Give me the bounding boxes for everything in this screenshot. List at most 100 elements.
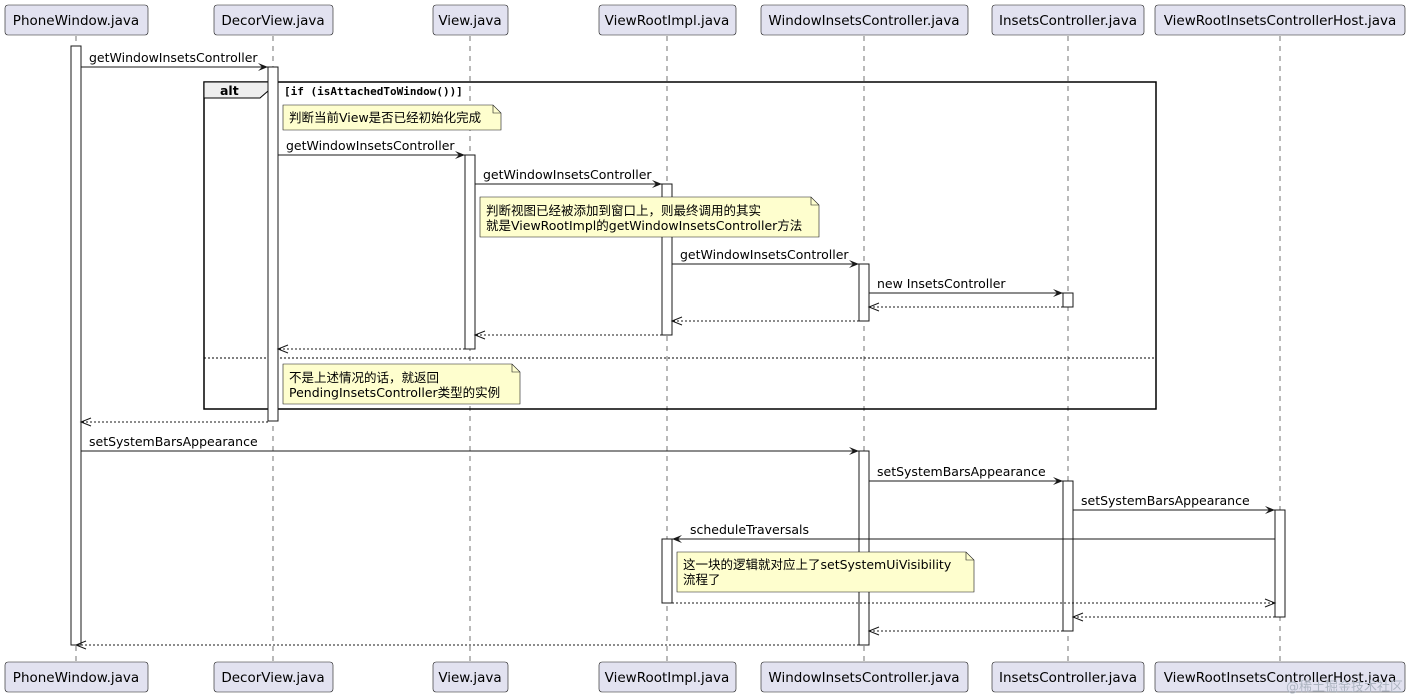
note-2-line-0: 不是上述情况的话，就返回	[289, 370, 439, 385]
return-message-16	[867, 626, 1063, 636]
participant-label: PhoneWindow.java	[13, 670, 139, 686]
arrowhead-icon	[670, 316, 683, 326]
participant-label: DecorView.java	[221, 670, 324, 686]
activation-insetscontroller	[1062, 292, 1074, 308]
note-3-line-1: 流程了	[683, 572, 721, 587]
participant-label: DecorView.java	[221, 13, 324, 29]
participant-decorview: DecorView.java	[213, 4, 334, 36]
activation-insetscontroller-2	[1062, 480, 1074, 632]
participant-view: View.java	[432, 4, 509, 36]
message-label: new InsetsController	[877, 276, 1006, 291]
message-label: getWindowInsetsController	[286, 138, 455, 153]
activation-windowinsetscontroller-2	[858, 450, 870, 646]
participant-label: ViewRootInsetsControllerHost.java	[1164, 13, 1397, 29]
participant-label: ViewRootImpl.java	[605, 13, 730, 29]
arrowhead-icon	[276, 344, 289, 354]
note-1-line-1: 就是ViewRootImpl的getWindowInsetsController…	[486, 218, 802, 233]
return-message-15	[1071, 612, 1275, 622]
participant-label: View.java	[438, 670, 501, 686]
call-message-2: getWindowInsetsController	[475, 167, 662, 188]
participant-header-bottom: PhoneWindow.java DecorView.java View.jav…	[4, 661, 1406, 693]
participant-label: InsetsController.java	[999, 670, 1137, 686]
return-message-8	[276, 344, 465, 354]
arrowhead-icon	[258, 63, 268, 71]
return-message-9	[79, 417, 268, 427]
call-message-13: scheduleTraversals	[672, 522, 1275, 543]
alt-label: alt	[220, 83, 239, 98]
call-message-12: setSystemBarsAppearance	[1073, 493, 1275, 514]
note-3-line-0: 这一块的逻辑就对应上了setSystemUiVisibility	[683, 557, 952, 572]
message-label: getWindowInsetsController	[680, 247, 849, 262]
return-message-17	[74, 640, 859, 650]
participant-label: InsetsController.java	[999, 13, 1137, 29]
participant-header-top: PhoneWindow.java DecorView.java View.jav…	[4, 4, 1406, 36]
return-message-5	[867, 302, 1063, 312]
note-systemui-visibility: 这一块的逻辑就对应上了setSystemUiVisibility 流程了	[676, 551, 975, 593]
notes: 判断当前View是否已经初始化完成 判断视图已经被添加到窗口上，则最终调用的其实…	[282, 104, 975, 593]
return-message-7	[473, 330, 662, 340]
arrowhead-icon	[1053, 477, 1063, 485]
call-message-3: getWindowInsetsController	[672, 247, 859, 268]
activation-viewrootinsetscontrollerhost	[1274, 509, 1286, 618]
participant-label: PhoneWindow.java	[13, 13, 139, 29]
participant-windowinsetscontroller: WindowInsetsController.java	[760, 4, 969, 36]
arrowhead-icon	[1264, 598, 1277, 608]
message-label: setSystemBarsAppearance	[877, 464, 1046, 479]
participant-decorview-bottom: DecorView.java	[213, 661, 334, 693]
call-message-0: getWindowInsetsController	[81, 50, 268, 71]
arrowhead-icon	[672, 535, 682, 543]
note-0-line-0: 判断当前View是否已经初始化完成	[289, 110, 481, 125]
call-message-11: setSystemBarsAppearance	[869, 464, 1063, 485]
arrowhead-icon	[652, 180, 662, 188]
participant-insetscontroller-bottom: InsetsController.java	[991, 661, 1145, 693]
arrowhead-icon	[473, 330, 486, 340]
arrowhead-icon	[1053, 289, 1063, 297]
message-label: setSystemBarsAppearance	[89, 434, 258, 449]
participant-label: ViewRootInsetsControllerHost.java	[1164, 670, 1397, 686]
messages: getWindowInsetsController getWindowInsets…	[74, 50, 1277, 650]
call-message-4: new InsetsController	[869, 276, 1063, 297]
message-label: scheduleTraversals	[690, 522, 809, 537]
note-2-line-1: PendingInsetsController类型的实例	[289, 385, 500, 400]
arrowhead-icon	[1265, 506, 1275, 514]
arrowhead-icon	[455, 151, 465, 159]
participant-viewrootimpl-bottom: ViewRootImpl.java	[598, 661, 737, 693]
participant-windowinsetscontroller-bottom: WindowInsetsController.java	[760, 661, 969, 693]
call-message-10: setSystemBarsAppearance	[81, 434, 859, 455]
alt-frame: alt [if (isAttachedToWindow())]	[203, 81, 1157, 410]
note-pending-controller: 不是上述情况的话，就返回 PendingInsetsController类型的实…	[282, 363, 521, 405]
participant-phonewindow-bottom: PhoneWindow.java	[4, 661, 149, 693]
activations	[70, 45, 1286, 646]
participant-insetscontroller: InsetsController.java	[991, 4, 1145, 36]
note-attached-check: 判断视图已经被添加到窗口上，则最终调用的其实 就是ViewRootImpl的ge…	[479, 196, 820, 238]
participant-label: WindowInsetsController.java	[768, 13, 959, 29]
arrowhead-icon	[867, 626, 880, 636]
arrowhead-icon	[849, 447, 859, 455]
note-1-line-0: 判断视图已经被添加到窗口上，则最终调用的其实	[486, 203, 761, 218]
arrowhead-icon	[849, 260, 859, 268]
arrowhead-icon	[79, 417, 92, 427]
activation-phonewindow	[70, 45, 82, 646]
participant-viewrootinsetscontrollerhost-bottom: ViewRootInsetsControllerHost.java	[1154, 661, 1406, 693]
message-label: setSystemBarsAppearance	[1081, 493, 1250, 508]
arrowhead-icon	[74, 640, 87, 650]
participant-label: WindowInsetsController.java	[768, 670, 959, 686]
arrowhead-icon	[867, 302, 880, 312]
message-label: getWindowInsetsController	[89, 50, 258, 65]
activation-view	[464, 154, 476, 350]
return-message-6	[670, 316, 859, 326]
participant-view-bottom: View.java	[432, 661, 509, 693]
activation-windowinsetscontroller	[858, 263, 870, 322]
watermark: @稀土掘金技术社区	[1286, 679, 1403, 695]
alt-guard: [if (isAttachedToWindow())]	[284, 85, 463, 98]
arrowhead-icon	[1071, 612, 1084, 622]
participant-label: View.java	[438, 13, 501, 29]
call-message-1: getWindowInsetsController	[278, 138, 465, 159]
activation-viewrootimpl	[661, 183, 673, 336]
return-message-14	[672, 598, 1277, 608]
activation-viewrootimpl-2	[661, 538, 673, 604]
note-initialized-check: 判断当前View是否已经初始化完成	[282, 104, 502, 131]
participant-label: ViewRootImpl.java	[605, 670, 730, 686]
participant-viewrootimpl: ViewRootImpl.java	[598, 4, 737, 36]
